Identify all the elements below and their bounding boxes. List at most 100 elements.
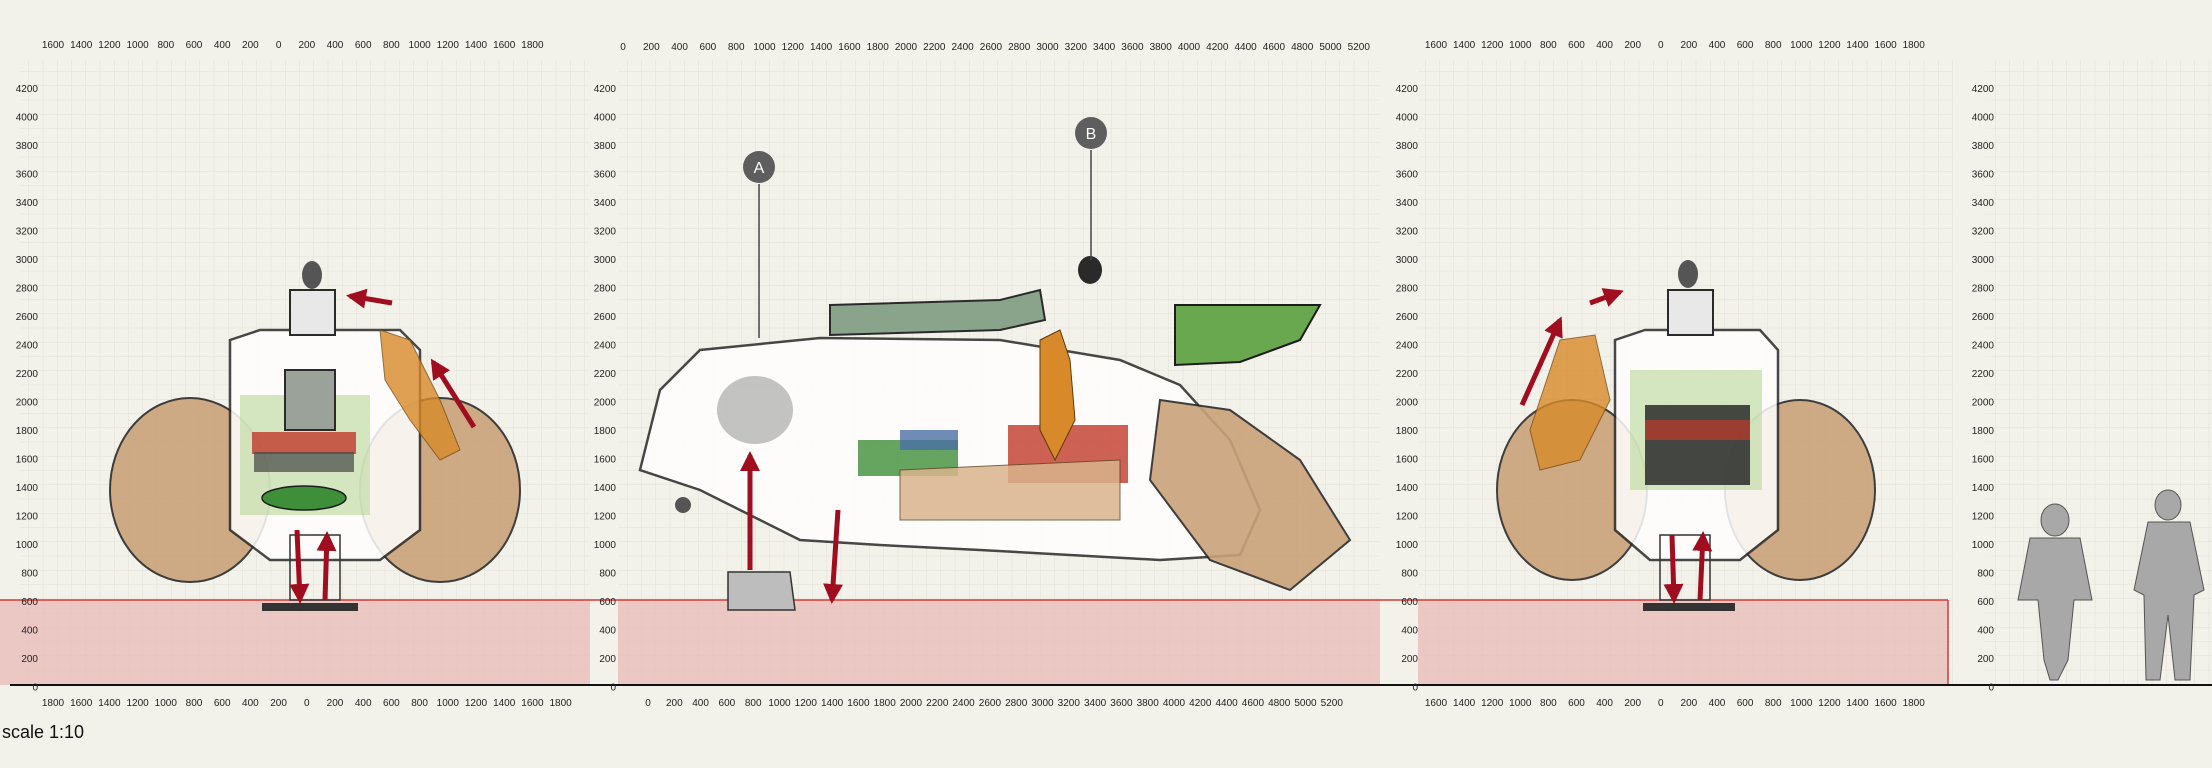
rear-view-arrows <box>1519 288 1713 604</box>
rear-top-ticks-label: 1800 <box>1903 40 1926 51</box>
front-arrow-side <box>430 358 477 429</box>
side-top-ticks-label: 1000 <box>753 42 776 53</box>
rear-left-tick-label: 200 <box>1401 654 1418 665</box>
rear-left-tick-label: 600 <box>1401 597 1418 608</box>
front-bottom-ticks-label: 1600 <box>521 698 544 709</box>
callout-a-badge <box>743 151 775 183</box>
side-top-ticks-label: 4400 <box>1234 42 1257 53</box>
front-left-tick-label: 4200 <box>16 84 39 95</box>
side-landing-foot <box>727 571 796 611</box>
rear-top-ticks-label: 800 <box>1540 40 1557 51</box>
front-bottom-ticks-label: 1400 <box>98 698 121 709</box>
figures-left-tick-label: 3200 <box>1972 227 1995 238</box>
side-arrow-down <box>823 509 844 604</box>
front-top-ticks-label: 1600 <box>42 40 65 51</box>
front-left-tick-label: 4000 <box>16 113 39 124</box>
rear-view-vehicle <box>1496 260 1876 611</box>
front-view-vehicle <box>109 261 521 611</box>
side-top-ticks-label: 3800 <box>1150 42 1173 53</box>
side-top-ticks-label: 3600 <box>1121 42 1144 53</box>
side-left-tick-label: 3000 <box>594 255 617 266</box>
rear-top-ticks-label: 200 <box>1624 40 1641 51</box>
side-bottom-ticks-label: 4600 <box>1242 698 1265 709</box>
front-left-tick-label: 400 <box>21 626 38 637</box>
figure-one <box>2017 503 2093 681</box>
rear-top-ticks-label: 1200 <box>1818 40 1841 51</box>
front-top-ticks-label: 600 <box>355 40 372 51</box>
side-left-tick-label: 1400 <box>594 483 617 494</box>
side-top-ticks-label: 3200 <box>1065 42 1088 53</box>
side-top-ticks-label: 4600 <box>1263 42 1286 53</box>
side-blue-block <box>900 430 958 450</box>
rear-bottom-ticks-label: 400 <box>1596 698 1613 709</box>
side-rider-head <box>1078 256 1102 284</box>
side-view-vehicle <box>638 256 1352 611</box>
figures-left-tick-label: 3800 <box>1972 141 1995 152</box>
side-wing-green <box>1174 304 1322 367</box>
side-top-ticks-label: 4200 <box>1206 42 1229 53</box>
rear-grille <box>1645 405 1750 485</box>
front-top-ticks-label: 200 <box>242 40 259 51</box>
front-left-tick-label: 1800 <box>16 426 39 437</box>
front-seat <box>284 369 336 431</box>
front-top-ticks-label: 800 <box>383 40 400 51</box>
front-bottom-ticks-label: 1400 <box>493 698 516 709</box>
front-top-ticks-label: 1400 <box>465 40 488 51</box>
side-left-tick-label: 200 <box>599 654 616 665</box>
side-left-tick-label: 2600 <box>594 312 617 323</box>
figures-left-tick-label: 200 <box>1977 654 1994 665</box>
figures-left-tick-label: 4000 <box>1972 113 1995 124</box>
rear-bottom-ticks-label: 600 <box>1568 698 1585 709</box>
rear-arrow-diag <box>1519 316 1563 407</box>
side-bottom-ticks-label: 2800 <box>1005 698 1028 709</box>
scale-figures <box>2017 489 2205 681</box>
rear-top-ticks-label: 1600 <box>1874 40 1897 51</box>
front-bottom-ticks-label: 1200 <box>126 698 149 709</box>
rear-left-tick-label: 2400 <box>1396 341 1419 352</box>
side-bottom-ticks-label: 3000 <box>1031 698 1054 709</box>
side-left-tick-label: 3800 <box>594 141 617 152</box>
side-left-tick-label: 800 <box>599 569 616 580</box>
front-left-tick-label: 1200 <box>16 512 39 523</box>
side-left-tick-label: 1800 <box>594 426 617 437</box>
rear-arrow-down <box>1663 534 1684 604</box>
side-top-ticks-label: 5200 <box>1348 42 1371 53</box>
side-bottom-ticks-label: 200 <box>666 698 683 709</box>
side-top-ticks-label: 1800 <box>867 42 890 53</box>
front-bottom-ticks-label: 600 <box>383 698 400 709</box>
figures-left-tick-label: 2400 <box>1972 341 1995 352</box>
side-bottom-ticks-label: 600 <box>719 698 736 709</box>
figures-left-tick-label: 3600 <box>1972 170 1995 181</box>
figures-left-tick-label: 1600 <box>1972 455 1995 466</box>
rear-left-tick-label: 3400 <box>1396 198 1419 209</box>
front-ground-pad <box>262 603 358 611</box>
front-bottom-ticks-label: 0 <box>304 698 310 709</box>
front-left-tick-label: 200 <box>21 654 38 665</box>
front-left-tick-label: 3400 <box>16 198 39 209</box>
side-bottom-ticks-label: 3200 <box>1058 698 1081 709</box>
side-left-tick-label: 1200 <box>594 512 617 523</box>
side-ground-zone <box>618 600 1380 685</box>
side-top-ticks-label: 600 <box>700 42 717 53</box>
figures-left-tick-label: 2200 <box>1972 369 1995 380</box>
side-rear-pod <box>1148 398 1352 592</box>
front-top-ticks-label: 1400 <box>70 40 93 51</box>
side-left-tick-label: 4000 <box>594 113 617 124</box>
callout-a-label: A <box>754 160 765 177</box>
side-bottom-ticks-label: 3400 <box>1084 698 1107 709</box>
rear-bottom-ticks-label: 0 <box>1658 698 1664 709</box>
rear-left-tick-label: 800 <box>1401 569 1418 580</box>
front-rider-orange <box>379 329 461 461</box>
front-bottom-ticks-label: 1800 <box>549 698 572 709</box>
front-bottom-ticks-label: 800 <box>186 698 203 709</box>
side-left-tick-label: 1000 <box>594 540 617 551</box>
rear-bottom-ticks-label: 600 <box>1737 698 1754 709</box>
front-rider-head <box>302 261 322 289</box>
figure-two-head <box>2154 489 2182 521</box>
rear-left-tick-label: 3600 <box>1396 170 1419 181</box>
side-top-ticks-label: 400 <box>671 42 688 53</box>
rear-left-tick-label: 2200 <box>1396 369 1419 380</box>
rear-left-tick-label: 1000 <box>1396 540 1419 551</box>
figures-left-tick-label: 400 <box>1977 626 1994 637</box>
rear-left-tick-label: 1400 <box>1396 483 1419 494</box>
